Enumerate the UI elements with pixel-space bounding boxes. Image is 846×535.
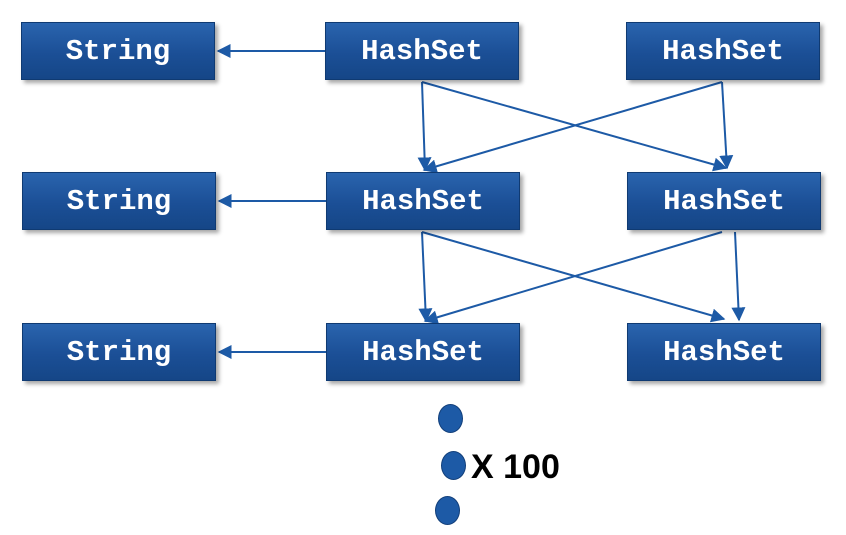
arrow-hashset2a-to-hashset3a	[418, 231, 433, 323]
arrow-hashset1a-to-hashset2a	[417, 81, 432, 172]
hashset-node-3a: HashSet	[326, 323, 520, 381]
hashset-node-3b: HashSet	[627, 323, 821, 381]
string-node-3: String	[22, 323, 216, 381]
hashset-node-1b: HashSet	[626, 22, 820, 80]
ellipsis-dot-2	[441, 451, 466, 480]
string-node-2: String	[22, 172, 216, 230]
ellipsis-dot-1	[438, 404, 463, 433]
ellipsis-dot-3	[435, 496, 460, 525]
string-node-1: String	[21, 22, 215, 80]
hashset-node-2a: HashSet	[326, 172, 520, 230]
arrow-hashset2a-to-hashset3b	[421, 231, 726, 323]
hashset-node-2b: HashSet	[627, 172, 821, 230]
repeat-count-label: X 100	[471, 448, 560, 486]
hashset-node-1a: HashSet	[325, 22, 519, 80]
arrow-hashset1b-to-hashset2b	[719, 81, 734, 170]
arrow-hashset2b-to-hashset3b	[731, 231, 746, 322]
arrow-hashset2b-to-hashset3a	[423, 231, 723, 325]
arrow-hashset1b-to-hashset2a	[422, 81, 723, 174]
